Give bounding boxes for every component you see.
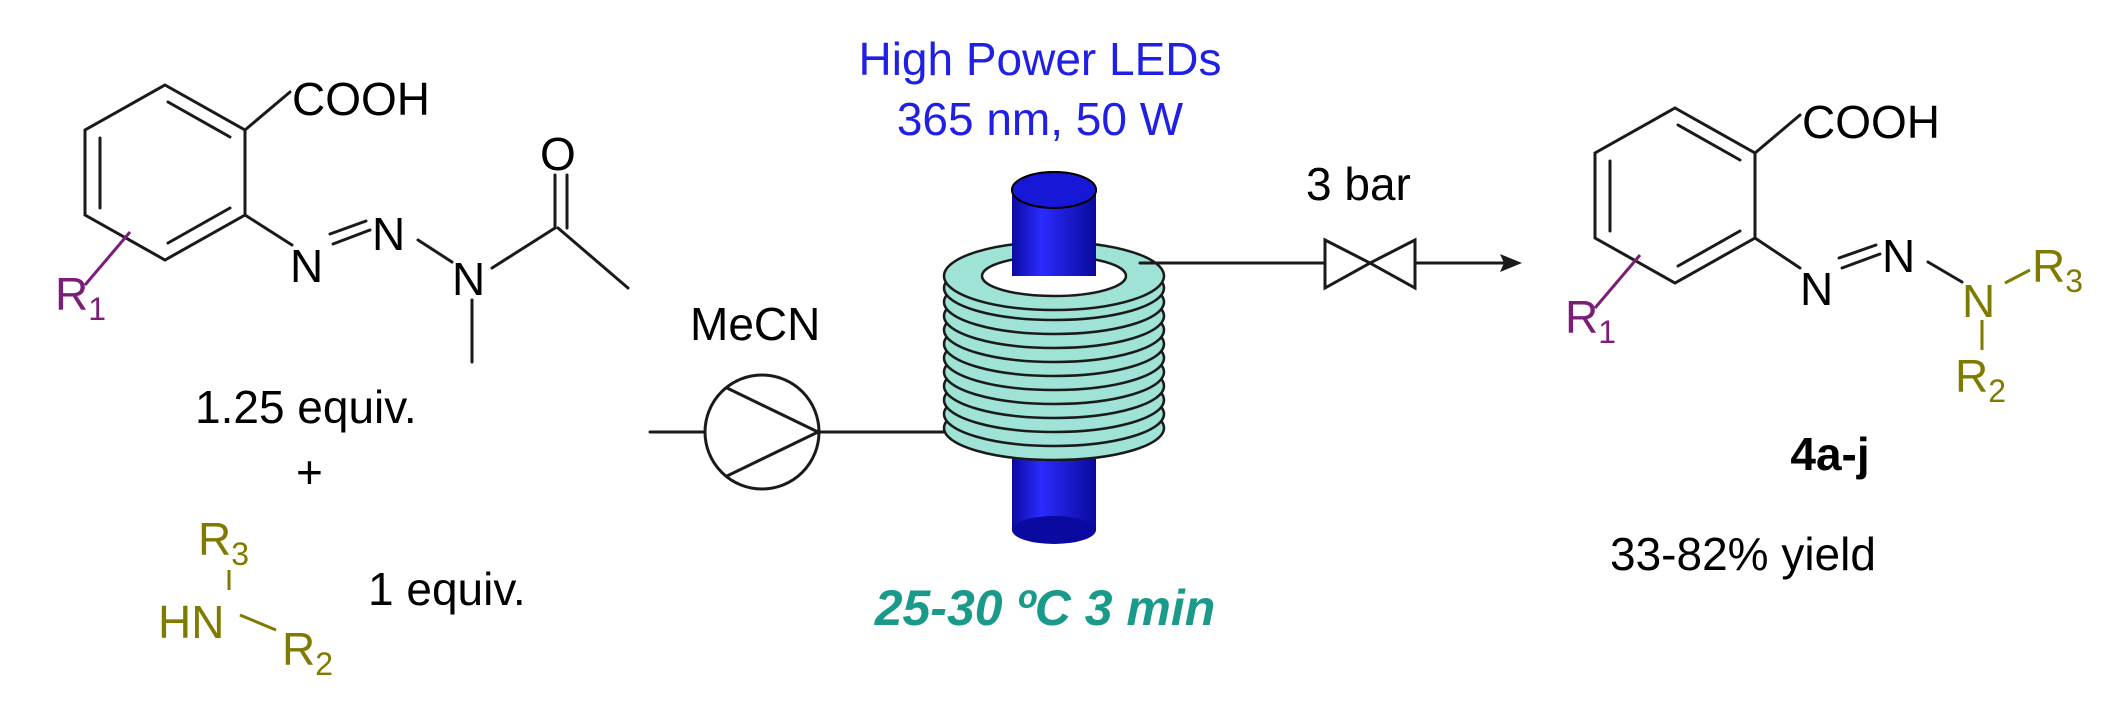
reactant-structure: COOH N N N O R1 1.25 equiv. + xyxy=(55,73,630,498)
solvent-label: MeCN xyxy=(690,298,820,350)
pump-icon xyxy=(725,430,820,478)
pump-icon xyxy=(703,373,821,491)
amine-r2-label: R2 xyxy=(282,623,333,682)
reactant-n2-label: N xyxy=(372,208,405,260)
valve-icon xyxy=(1323,237,1374,291)
reactant-r1-bond xyxy=(83,231,132,286)
product-yield: 33-82% yield xyxy=(1610,528,1876,580)
product-n3-label: N xyxy=(1962,275,1995,327)
product-n-n-double-bond xyxy=(1837,243,1878,260)
reactant-amount: 1.25 equiv. xyxy=(195,381,417,433)
reactant-n3-label: N xyxy=(452,253,485,305)
reactant-acetyl-methyl-bond xyxy=(556,226,630,290)
product-benzene-ring xyxy=(1593,106,1757,285)
pump-icon xyxy=(725,386,820,434)
product-n-n-single-bond xyxy=(1926,260,1964,284)
led-rod-cap xyxy=(1011,171,1097,209)
amine-hn-label: HN xyxy=(158,596,224,648)
amine-r2-bond xyxy=(239,613,277,632)
reactant-ring-double-bond xyxy=(166,206,232,245)
product-r3-bond xyxy=(2004,268,2031,285)
reaction-conditions: 25-30 ºC 3 min xyxy=(874,580,1216,636)
reactant-cooh-bond xyxy=(243,90,292,132)
reactant-o-label: O xyxy=(540,128,576,180)
led-rod-bottom xyxy=(1012,516,1096,544)
reactant-benzene-ring xyxy=(83,83,247,262)
product-r3-label: R3 xyxy=(2032,240,2083,299)
valve-icon xyxy=(1366,237,1417,291)
reactant-ring-n-bond xyxy=(243,213,294,247)
product-n2-label: N xyxy=(1882,230,1915,282)
reactant-ring-double-bond xyxy=(166,100,232,139)
product-cooh-label: COOH xyxy=(1802,96,1940,148)
reactant-n-n-double-bond xyxy=(328,219,368,236)
amine-r3-label: R3 xyxy=(198,513,249,572)
product-structure: COOH N N N R3 R2 R1 4a-j 33-82% yield xyxy=(1565,96,2083,580)
product-ring-double-bond xyxy=(1676,229,1742,268)
product-r1-bond xyxy=(1593,254,1642,309)
product-ring-double-bond xyxy=(1676,123,1742,162)
product-ring-n-bond xyxy=(1753,236,1802,270)
reactant-n-n-single-bond xyxy=(416,238,454,264)
product-n1-label: N xyxy=(1800,263,1833,315)
photoreactor: High Power LEDs 365 nm, 50 W 25-30 ºC 3 … xyxy=(858,33,1221,636)
product-cooh-bond xyxy=(1753,113,1802,155)
amine-amount: 1 equiv. xyxy=(368,563,526,615)
plus-sign: + xyxy=(296,446,323,498)
led-spec: 365 nm, 50 W xyxy=(897,93,1184,145)
product-compound-label: 4a-j xyxy=(1790,428,1869,480)
reactant-n1-label: N xyxy=(290,240,323,292)
product-n-n-double-bond xyxy=(1840,252,1882,270)
reactant-n-n-double-bond xyxy=(331,228,372,246)
reactant-n-carbonyl-bond xyxy=(490,226,557,270)
reactant-cooh-label: COOH xyxy=(292,73,430,125)
led-title: High Power LEDs xyxy=(858,33,1221,85)
product-r2-label: R2 xyxy=(1955,350,2006,409)
pressure-label: 3 bar xyxy=(1306,158,1411,210)
arrow-head-icon xyxy=(1500,254,1522,272)
amine-structure: R3 HN R2 1 equiv. xyxy=(158,513,526,682)
product-r1-label: R1 xyxy=(1565,291,1616,350)
back-pressure-regulator: 3 bar xyxy=(1138,158,1522,291)
reactant-r1-label: R1 xyxy=(55,268,106,327)
